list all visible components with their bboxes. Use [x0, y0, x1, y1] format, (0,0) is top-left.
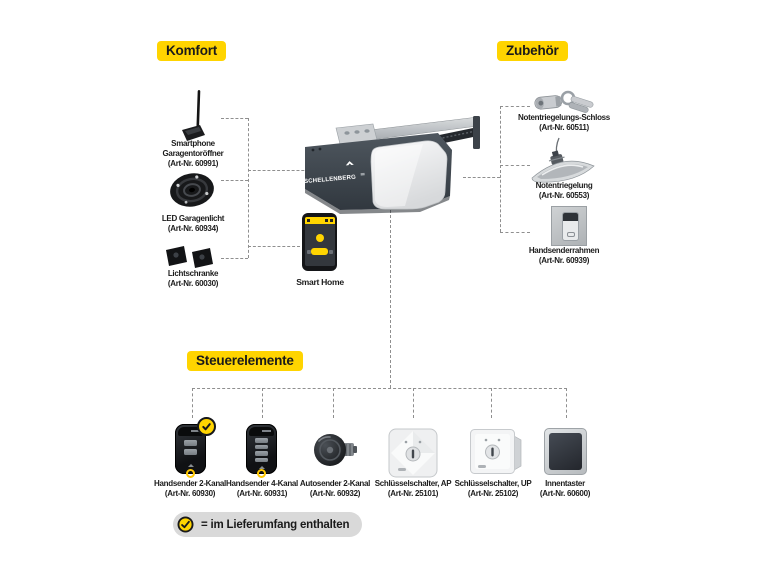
connector-left-to-motor [248, 170, 314, 171]
light-barrier-icon [166, 246, 213, 268]
connector-led [221, 180, 248, 181]
item-label-handsender-4-kanal: Handsender 4-Kanal (Art-Nr. 60931) [226, 479, 298, 499]
connector-stub-6 [566, 388, 567, 418]
connector-lichtschranke [221, 258, 248, 259]
phone-app-button [311, 248, 328, 255]
emergency-release-icon [531, 137, 595, 183]
connector-stub-3 [333, 388, 334, 418]
antenna-icon [182, 90, 205, 141]
section-label-komfort: Komfort [157, 41, 227, 61]
item-label-led-garagenlicht: LED Garagenlicht (Art-Nr. 60934) [161, 214, 225, 234]
item-label-handsender-2-kanal: Handsender 2-Kanal (Art-Nr. 60930) [154, 479, 226, 499]
item-label-handsenderrahmen: Handsenderrahmen (Art-Nr. 60939) [528, 246, 600, 266]
remote-2ch-icon [175, 424, 206, 478]
legend-text: = im Lieferumfang enthalten [201, 518, 350, 531]
lock-with-key-icon [534, 90, 594, 113]
brand-text: SCHELLENBERG [304, 175, 357, 186]
connector-motor-down [390, 210, 391, 388]
led-strip-roll-icon [170, 173, 214, 207]
connector-handsenderrahmen [500, 232, 530, 233]
wall-button-icon [544, 428, 587, 475]
item-label-schluesselschalter-ap: Schlüsselschalter, AP (Art-Nr. 25101) [374, 479, 452, 499]
connector-stub-2 [262, 388, 263, 418]
section-label-steuerelemente: Steuerelemente [187, 351, 303, 371]
key-switch-surface-icon [388, 428, 438, 478]
item-label-autosender-2-kanal: Autosender 2-Kanal (Art-Nr. 60932) [299, 479, 371, 499]
connector-stub-4 [413, 388, 414, 418]
item-label-smart-home: Smart Home [296, 277, 344, 287]
legend: = im Lieferumfang enthalten [173, 512, 363, 537]
check-icon [177, 516, 194, 533]
phone-status-bar [304, 217, 335, 224]
connector-notentriegelung [500, 165, 530, 166]
connector-lock [500, 106, 530, 107]
item-label-schluesselschalter-up: Schlüsselschalter, UP (Art-Nr. 25102) [454, 479, 532, 499]
garage-door-drive-icon: SCHELLENBERG [304, 116, 480, 214]
connector-bottom-horizontal [192, 388, 567, 389]
connector-stub-5 [491, 388, 492, 418]
connector-left-to-phone [248, 246, 300, 247]
connector-right-vertical [500, 106, 501, 232]
remote-frame-icon [551, 206, 587, 246]
item-label-smartphone-garagentoroeffner: Smartphone Garagentoröffner (Art-Nr. 609… [162, 139, 224, 169]
phone-app-dot [315, 234, 324, 242]
connector-antenna [221, 118, 248, 119]
car-transmitter-icon [314, 434, 357, 466]
check-icon [197, 417, 216, 436]
item-label-notentriegelungs-schloss: Notentriegelungs-Schloss (Art-Nr. 60511) [518, 113, 610, 133]
key-switch-flush-icon [470, 429, 522, 474]
item-label-innentaster: Innentaster (Art-Nr. 60600) [539, 479, 591, 499]
remote-4ch-icon [246, 424, 277, 478]
connector-stub-1 [192, 388, 193, 418]
connector-motor-to-right [463, 177, 500, 178]
item-label-lichtschranke: Lichtschranke (Art-Nr. 60030) [167, 269, 219, 289]
connector-left-vertical [248, 118, 249, 258]
item-label-notentriegelung: Notentriegelung (Art-Nr. 60553) [535, 181, 593, 201]
smartphone-icon [302, 213, 337, 271]
section-label-zubehoer: Zubehör [497, 41, 568, 61]
